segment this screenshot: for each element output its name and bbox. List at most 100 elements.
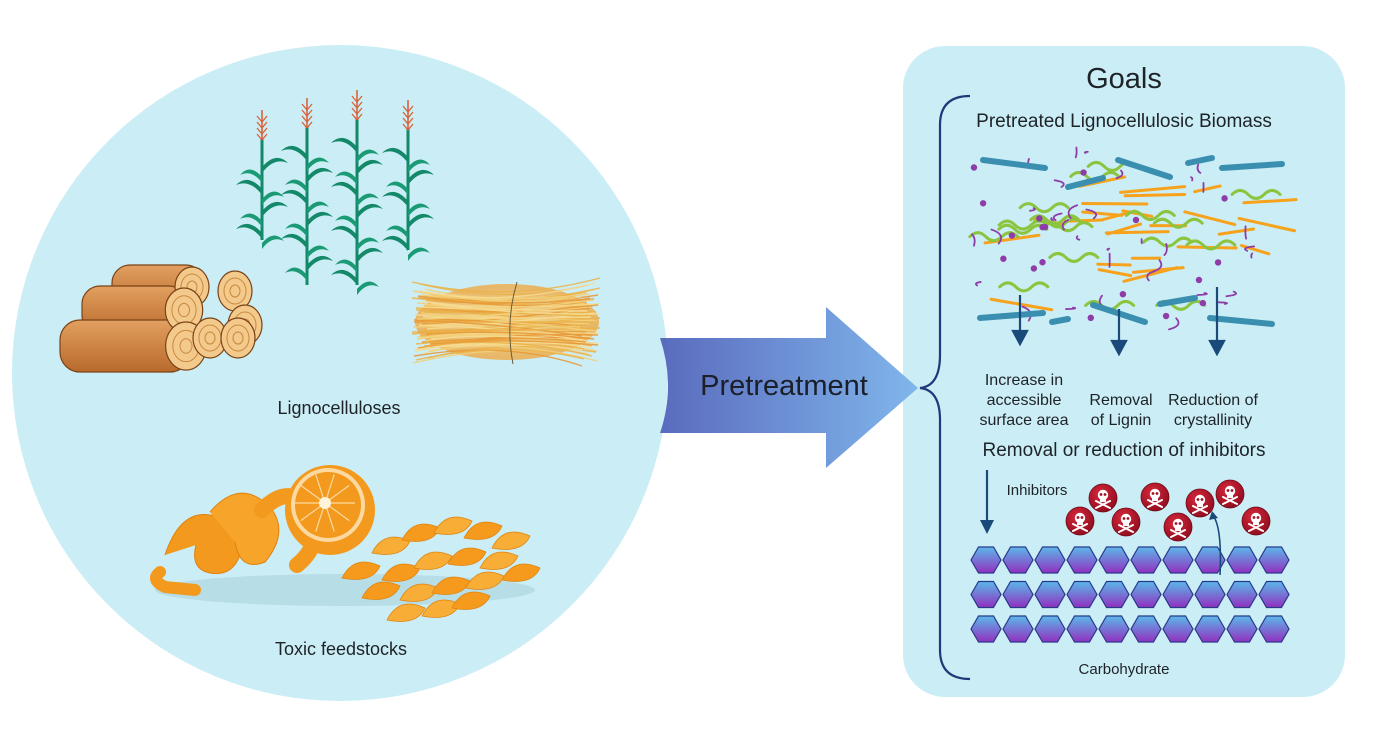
- hexagon: [1130, 546, 1162, 574]
- lignin-fiber: [1050, 217, 1054, 222]
- hexagon: [1258, 546, 1290, 574]
- lignin-fiber: [1061, 219, 1070, 231]
- lignin-dot: [1008, 232, 1016, 239]
- hexagon: [1066, 546, 1098, 574]
- hexagon: [1034, 580, 1066, 609]
- orange-fiber: [1193, 184, 1222, 194]
- goal-line: accessible: [986, 392, 1062, 409]
- pretreatment-label: Pretreatment: [700, 370, 868, 402]
- goal-line: Removal: [1089, 392, 1153, 409]
- orange-fiber: [1183, 210, 1237, 227]
- goals-title: Goals: [1086, 63, 1162, 95]
- lignin-dot: [1221, 195, 1228, 202]
- bracket: [919, 94, 971, 681]
- goal-surface-area-label: Increase in accessible surface area: [980, 371, 1069, 431]
- hexagon: [1130, 580, 1162, 609]
- lignin-dot: [970, 164, 978, 171]
- orange-fiber: [1104, 230, 1170, 235]
- lignin-fiber: [975, 281, 982, 287]
- hemicellulose-fiber: [968, 231, 1020, 243]
- skull-icon: [1140, 482, 1170, 512]
- hemicellulose-fiber: [1152, 217, 1204, 229]
- orange-piece: [479, 551, 519, 570]
- hemicellulose-fiber: [1142, 236, 1194, 248]
- orange-fiber: [1242, 198, 1298, 205]
- lignin-fiber: [1168, 317, 1180, 331]
- lignin-fiber: [1074, 146, 1078, 159]
- goal-line: Increase in: [984, 372, 1064, 389]
- hexagon: [1258, 580, 1290, 609]
- corn-stalk: [281, 98, 333, 285]
- corn-stalk: [382, 100, 434, 261]
- hexagon: [1066, 615, 1098, 643]
- orange-piece: [463, 521, 503, 540]
- lignin-fiber: [971, 233, 976, 247]
- hexagon: [1194, 615, 1226, 643]
- lignocelluloses-label: Lignocelluloses: [277, 398, 401, 418]
- orange-fiber: [1239, 244, 1271, 256]
- skull-icon: [1065, 506, 1095, 536]
- lignin-fiber: [1250, 252, 1254, 259]
- orange-fiber: [989, 297, 1054, 312]
- hexagon: [1034, 615, 1066, 643]
- wood-logs-icon: [59, 264, 263, 373]
- goal-line: of Lignin: [1090, 412, 1152, 429]
- goal-line: Reduction of: [1168, 392, 1258, 409]
- inhibitor-molecules: [1065, 479, 1271, 542]
- cellulose-bar: [977, 310, 1046, 321]
- orange-peel-icon: [150, 465, 541, 622]
- skull-icon: [1185, 488, 1215, 518]
- hexagon: [1002, 615, 1034, 643]
- cellulose-bar: [1049, 316, 1071, 325]
- lignin-fiber: [1083, 150, 1089, 154]
- hexagon: [970, 580, 1002, 609]
- lignin-dot: [1199, 299, 1207, 307]
- lignin-fiber: [1146, 270, 1155, 282]
- log-end: [164, 287, 204, 333]
- goal-crystallinity-label: Reduction of crystallinity: [1168, 371, 1258, 431]
- goal-line: crystallinity: [1173, 412, 1253, 429]
- cellulose-bar: [1185, 155, 1215, 166]
- orange-piece: [361, 581, 401, 600]
- hexagon: [1226, 580, 1258, 609]
- feedstock-circle: [12, 45, 668, 701]
- hexagon: [1098, 580, 1130, 609]
- hexagon: [1226, 615, 1258, 643]
- cellulose-bar: [980, 157, 1048, 171]
- lignin-fiber: [1225, 290, 1237, 298]
- biomass-section-title: Pretreated Lignocellulosic Biomass: [976, 111, 1272, 132]
- hexagon: [1194, 546, 1226, 574]
- orange-piece: [451, 591, 491, 610]
- orange-fiber: [1217, 227, 1256, 236]
- goal-arrows: [1011, 287, 1226, 357]
- hexagon: [1002, 580, 1034, 609]
- orange-fiber: [1096, 262, 1132, 267]
- corn-plants-icon: [236, 90, 434, 295]
- lignin-fiber: [1075, 235, 1081, 241]
- hemicellulose-fiber: [1185, 239, 1237, 251]
- orange-piece: [447, 547, 487, 566]
- log-end: [192, 317, 228, 359]
- cellulose-bar: [1219, 161, 1285, 171]
- orange-piece: [341, 561, 381, 580]
- corn-stalk: [331, 90, 383, 295]
- log-end: [220, 317, 256, 359]
- biomass-fiber-network: [968, 146, 1298, 331]
- lignin-dot: [1214, 259, 1222, 266]
- goal-line: surface area: [979, 412, 1069, 429]
- hexagon: [1130, 615, 1162, 643]
- corn-stalk: [236, 110, 288, 249]
- straw-bundle-icon: [411, 277, 601, 367]
- lignin-dot: [1039, 259, 1046, 266]
- lignin-fiber: [1244, 245, 1256, 252]
- hexagon: [1194, 580, 1226, 609]
- lignin-dot: [1039, 224, 1046, 231]
- straw-tie: [509, 281, 518, 365]
- goal-lignin-removal-label: Removal of Lignin: [1089, 371, 1152, 431]
- lignin-dot: [1162, 312, 1170, 320]
- lignin-fiber: [1244, 225, 1248, 240]
- toxic-feedstocks-label: Toxic feedstocks: [274, 639, 408, 659]
- cellulose-bar: [1207, 315, 1275, 327]
- orange-fiber: [1097, 268, 1133, 278]
- orange-fiber: [1063, 218, 1104, 223]
